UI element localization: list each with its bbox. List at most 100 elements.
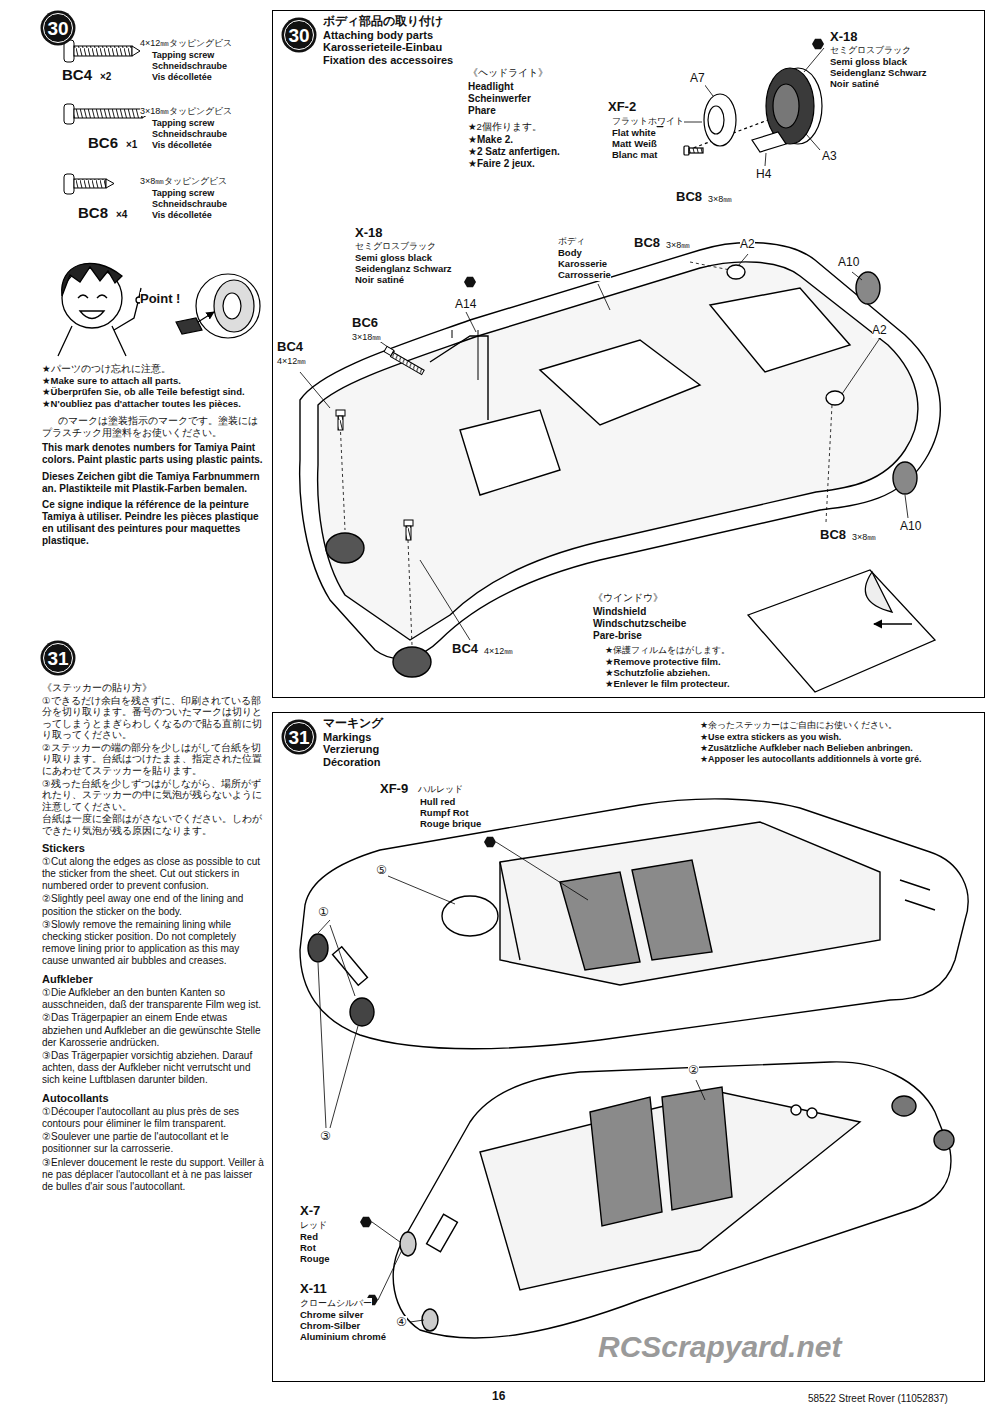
paint-mark <box>484 837 496 847</box>
instruction-text: ③Enlever doucement le reste du support. … <box>42 1157 264 1194</box>
body-shell <box>427 1214 458 1251</box>
callout-label: ★Remove protective film. <box>605 657 721 668</box>
headlight-pictogram <box>214 280 254 332</box>
windshield <box>865 572 892 612</box>
instruction-text: Autocollants <box>42 1092 264 1105</box>
heading-text: ボディ部品の取り付け <box>323 15 453 29</box>
body-shell <box>662 1087 732 1210</box>
headlight-assembly <box>752 132 786 152</box>
callout-label: A14 <box>455 298 476 312</box>
callout-label: Rouge brique <box>420 819 481 830</box>
body-shell <box>893 462 917 494</box>
tapping-screw <box>64 40 150 194</box>
headlight-assembly <box>766 68 814 144</box>
callout-label: Tapping screw <box>152 50 214 60</box>
callout-label: Headlight <box>468 81 514 93</box>
callout-label: Schneidschraube <box>152 199 227 209</box>
body-shell <box>333 947 368 985</box>
callout-label: Chrome silver <box>300 1310 363 1321</box>
callout-label: セミグロスブラック <box>355 241 436 251</box>
step-heading: ボディ部品の取り付けAttaching body partsKarosserie… <box>323 15 453 67</box>
callout-label: ★Make 2. <box>468 134 513 146</box>
tapping-screw <box>336 410 345 416</box>
headlight-assembly <box>684 146 689 155</box>
callout-label: 3×18㎜ <box>352 332 381 342</box>
headlight-pictogram <box>176 274 260 338</box>
body-shell <box>560 872 640 970</box>
callout-label: Semi gloss black <box>355 253 432 264</box>
body-shell <box>393 647 431 677</box>
mascot-boy <box>97 295 107 298</box>
callout-label: ★Faire 2 jeux. <box>468 158 535 170</box>
callout-label: ★2 Satz anfertigen. <box>468 146 560 158</box>
mascot-boy <box>78 295 88 298</box>
instruction-text: ★N'oubliez pas d'attacher toutes les piè… <box>42 398 270 410</box>
callout-label: 58522 Street Rover (11052837) <box>808 1393 948 1405</box>
callout-label: Semi gloss black <box>830 57 907 68</box>
callout-label: 16 <box>492 1390 505 1404</box>
windshield <box>748 570 935 692</box>
callout-label: BC4 <box>277 340 303 355</box>
body-shell <box>393 1062 951 1338</box>
callout-label: 4×12㎜タッピングビス <box>140 38 232 48</box>
callout-label: Flat white <box>612 128 656 139</box>
instruction-text: ②Das Trägerpapier an einem Ende etwas ab… <box>42 1012 264 1049</box>
leader-line <box>388 876 455 904</box>
body-shell <box>727 265 745 279</box>
instruction-text: のマークは塗装指示のマークです。塗装にはプラスチック用塗料をお使いください。 <box>42 415 264 438</box>
callout-label: ★保護フィルムをはがします。 <box>605 645 730 655</box>
step-panel: ボディ部品の取り付けAttaching body partsKarosserie… <box>272 10 985 698</box>
callout-label: ★Enlever le film protecteur. <box>605 679 730 690</box>
leader-line <box>318 963 358 1128</box>
mascot-boy <box>114 288 141 330</box>
callout-label: Red <box>300 1232 318 1243</box>
instruction-text: Ce signe indique la référence de la pein… <box>42 499 264 548</box>
step-number: 30 <box>281 17 317 53</box>
callout-label: XF-2 <box>608 100 636 115</box>
body-shell <box>590 1097 662 1226</box>
callout-label: 3×8㎜タッピングビス <box>140 176 227 186</box>
body-shell <box>393 1062 954 1338</box>
heading-text: マーキング <box>323 717 383 731</box>
leader-line <box>300 284 610 640</box>
step-circle <box>41 11 76 46</box>
body-shell <box>308 934 328 962</box>
body-shell <box>430 336 488 420</box>
instruction-text: ①できるだけ余白を残さずに、印刷されている部分を切り取ります。番号のついたマーク… <box>42 695 264 741</box>
body-shell <box>460 288 850 495</box>
paint-mark <box>44 417 56 427</box>
heading-text: Verzierung <box>323 743 383 756</box>
callout-label: A7 <box>690 72 705 86</box>
callout-label: ×1 <box>126 139 137 151</box>
instruction-text: ①Découper l'autocollant au plus près de … <box>42 1106 264 1130</box>
headlight-assembly <box>708 106 724 134</box>
step-number-text: 31 <box>288 728 309 747</box>
callout-label: ② <box>688 1064 699 1078</box>
tapping-screw <box>336 346 424 540</box>
body-shell <box>934 1130 954 1150</box>
mascot-boy <box>80 311 104 319</box>
instruction-text: 台紙は一度に全部はがさないでください。しわができたり気泡が残る原因になります。 <box>42 813 264 836</box>
callout-label: ★Apposer les autocollants additionnels à… <box>700 754 922 764</box>
callout-label: X-11 <box>300 1282 327 1297</box>
callout-label: 4×12㎜ <box>484 646 513 656</box>
body-shell <box>856 272 880 304</box>
step-circle <box>41 641 76 676</box>
tapping-screw <box>74 109 142 118</box>
callout-label: Vis décolletée <box>152 140 212 150</box>
step-number-text: 30 <box>288 26 309 45</box>
callout-label: ハルレッド <box>418 784 463 794</box>
instruction-text: ②ステッカーの端の部分を少しはがして台紙を切り取ります。台紙はつけたまま、指定さ… <box>42 742 264 777</box>
callout-label: レッド <box>300 1220 327 1230</box>
tapping-screw <box>404 520 413 526</box>
callout-label: Noir satiné <box>355 275 404 286</box>
tapping-screw <box>64 104 74 124</box>
headlight-assembly <box>689 148 703 153</box>
callout-label: Aluminium chromé <box>300 1332 386 1343</box>
paint-mark <box>464 277 476 287</box>
paint-mark <box>44 417 56 427</box>
mascot-boy <box>136 297 142 303</box>
heading-text: Markings <box>323 731 383 744</box>
body-shell <box>422 1309 438 1331</box>
body-shell <box>632 860 712 960</box>
